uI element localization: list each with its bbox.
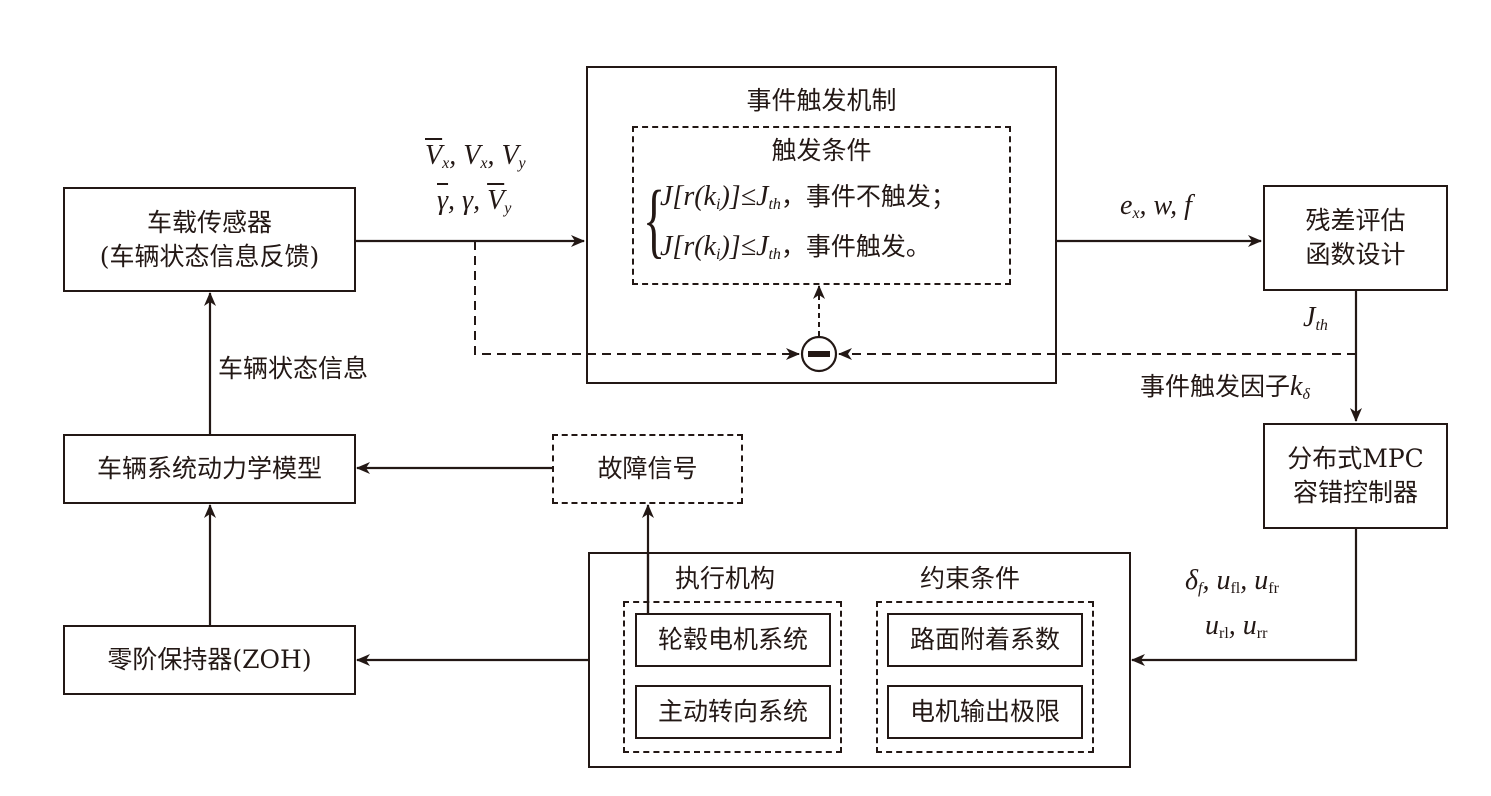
sym-vx-bar: V [425,140,443,171]
minus-icon [808,351,830,357]
mpc-line2: 容错控制器 [1292,478,1418,507]
event-output-label: ex, w, f [1120,190,1192,222]
mpc-line1: 分布式MPC [1287,444,1424,473]
actuators-group [623,601,842,753]
trigger-factor-label: 事件触发因子kδ [1140,371,1310,403]
sensor-output-row1: Vx, Vx, Vy [425,140,526,172]
sym-gamma-bar: γ [437,185,449,216]
sym-gamma: γ [462,185,474,216]
sensor-subtitle: (车辆状态信息反馈) [99,241,320,271]
residual-line2: 函数设计 [1305,240,1406,269]
trigger-condition-title: 触发条件 [771,136,872,165]
dynamics-label: 车辆系统动力学模型 [96,454,322,483]
fault-label: 故障信号 [597,454,698,483]
comparator-node [800,335,838,373]
road-adhesion-coefficient: 路面附着系数 [887,613,1083,667]
mpc-controller-block: 分布式MPC 容错控制器 [1263,423,1448,529]
condition-1-text: ，事件不触发； [780,182,956,211]
dynamics-block: 车辆系统动力学模型 [63,434,356,504]
event-trigger-title: 事件触发机制 [746,86,897,115]
condition-1-formula: J[r(ki)]≤Jth [660,181,781,213]
active-steering-system: 主动转向系统 [635,685,831,739]
condition-2-formula: J[r(ki)]≤Jth [660,231,781,263]
dashed-sensor-feedback [474,241,800,360]
condition-row-1: J[r(ki)]≤Jth，事件不触发； [660,180,956,214]
zoh-block: 零阶保持器(ZOH) [63,625,356,695]
control-signals-row2: url, urr [1205,610,1268,642]
threshold-label: Jth [1303,302,1328,334]
sym-vx: V [463,140,481,171]
hub-motor-system: 轮毂电机系统 [635,613,831,667]
trigger-condition-box [632,126,1011,285]
condition-brace: { [643,174,666,267]
zoh-label: 零阶保持器(ZOH) [107,645,312,674]
sym-vy: V [501,140,519,171]
residual-line1: 残差评估 [1305,206,1406,235]
sym-vy-bar: V [487,185,505,216]
actuator-constraint-block [588,552,1131,768]
motor-output-limit: 电机输出极限 [887,685,1083,739]
sensor-output-row2: γ, γ, Vy [437,185,512,217]
condition-2-text: ，事件触发。 [780,232,931,261]
residual-evaluation-block: 残差评估 函数设计 [1263,185,1448,291]
event-trigger-block [586,66,1057,384]
constraints-title: 约束条件 [920,564,1021,593]
sensor-title: 车载传感器 [146,207,272,237]
state-info-label: 车辆状态信息 [218,354,369,383]
control-signals-row1: δf, ufl, ufr [1185,565,1279,597]
constraints-group [876,601,1094,753]
actuators-title: 执行机构 [675,564,776,593]
sensor-block: 车载传感器 (车辆状态信息反馈) [63,187,356,292]
condition-row-2: J[r(ki)]≤Jth，事件触发。 [660,230,931,264]
arrow-mpc-to-actuators [1131,528,1358,666]
fault-signal-block: 故障信号 [552,434,743,504]
trigger-factor-symbol: kδ [1290,371,1310,403]
